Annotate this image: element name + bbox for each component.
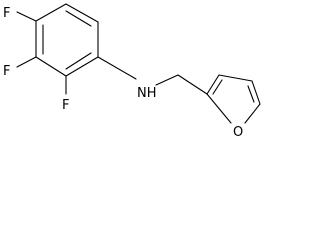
furan-bond-c5-o	[244, 103, 261, 124]
furan-bond-c2-c3	[206, 74, 220, 95]
ring-bond-c2-c3	[35, 3, 67, 22]
structure-drawing: F F F NH O	[3, 3, 261, 140]
ring-bond-c4-c5	[35, 56, 67, 77]
ring-bond-c1-c2	[65, 3, 99, 23]
ring-bond-c5-c6	[65, 56, 99, 77]
bond-c3-f-top	[16, 11, 37, 22]
atom-label-f-mid: F	[3, 64, 10, 79]
ring-double-bond-inner-bottom	[65, 52, 92, 70]
atom-label-f-bot: F	[62, 98, 69, 113]
atom-label-o: O	[233, 125, 243, 140]
furan-bond-o-c2	[206, 93, 232, 124]
bond-c4-f-mid	[16, 56, 37, 68]
furan-bond-c4-c5	[251, 80, 261, 105]
furan-double-bond-left	[212, 79, 223, 95]
furan-ring	[206, 74, 261, 124]
benzene-ring	[35, 3, 99, 77]
bond-ch2-furan	[177, 74, 208, 95]
atom-label-nh: NH	[137, 86, 157, 101]
bond-n-ch2	[155, 74, 179, 86]
furan-bond-c3-c4	[218, 74, 253, 82]
ring-double-bond-inner-top	[65, 10, 92, 27]
atom-label-f-top: F	[3, 6, 10, 21]
bond-ring-n	[97, 56, 137, 80]
furan-double-bond-right	[247, 85, 255, 103]
